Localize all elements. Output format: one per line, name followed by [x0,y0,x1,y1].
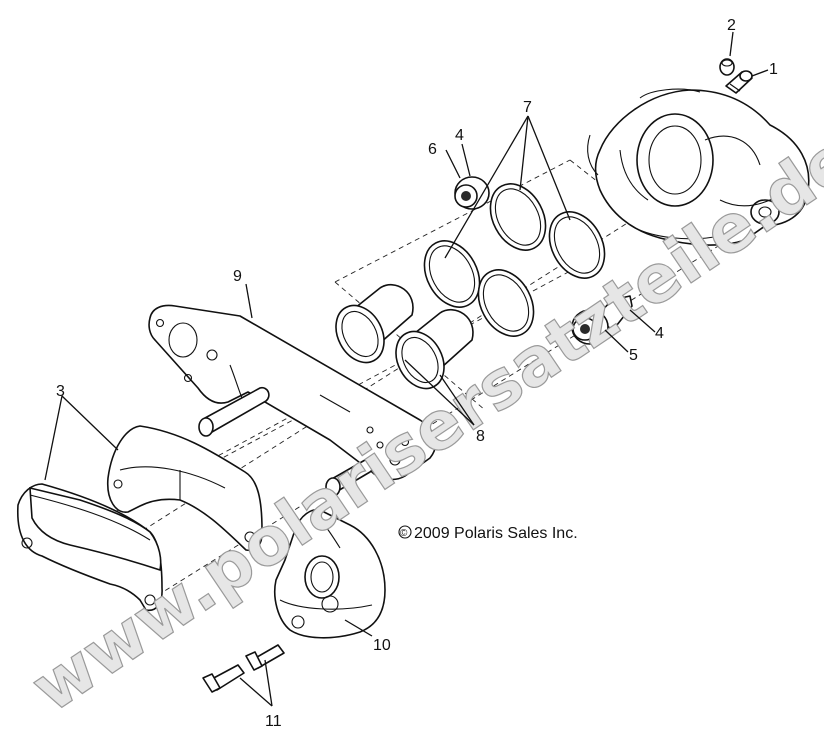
callout-4-lower: 4 [655,325,664,342]
callout-1: 1 [769,61,778,78]
callout-4-upper: 4 [455,127,464,144]
mounting-plate [274,508,386,639]
pistons [335,283,474,390]
copyright-symbol: © [400,528,408,539]
bleeder-screw [725,70,753,94]
bleeder-cap [719,58,735,76]
callout-labels: 1 2 3 4 4 5 6 7 8 9 10 11 [56,17,778,730]
callout-9: 9 [233,268,242,285]
piston-seals [423,183,606,337]
callout-5: 5 [629,347,638,364]
caliper-body [587,88,810,246]
copyright-text: 2009 Polaris Sales Inc. [414,525,578,542]
brake-pad-inner [106,425,263,552]
leader-lines [44,31,769,707]
callout-11: 11 [265,713,282,730]
brake-pad-outer [17,483,163,612]
callout-2: 2 [727,17,736,34]
slide-pin-lower [571,295,633,345]
callout-7: 7 [523,99,532,116]
copyright-notice: © 2009 Polaris Sales Inc. [398,525,578,542]
caliper-bracket [148,304,437,497]
watermark: www.polarisersatzteile.de [17,119,824,728]
callout-3: 3 [56,383,65,400]
slide-bushing-upper [454,176,490,210]
svg-text:www.polarisersatzteile.de: www.polarisersatzteile.de [18,120,824,728]
callout-8: 8 [476,428,485,445]
callout-10: 10 [373,637,391,654]
bolts [202,644,285,693]
callout-6: 6 [428,141,437,158]
